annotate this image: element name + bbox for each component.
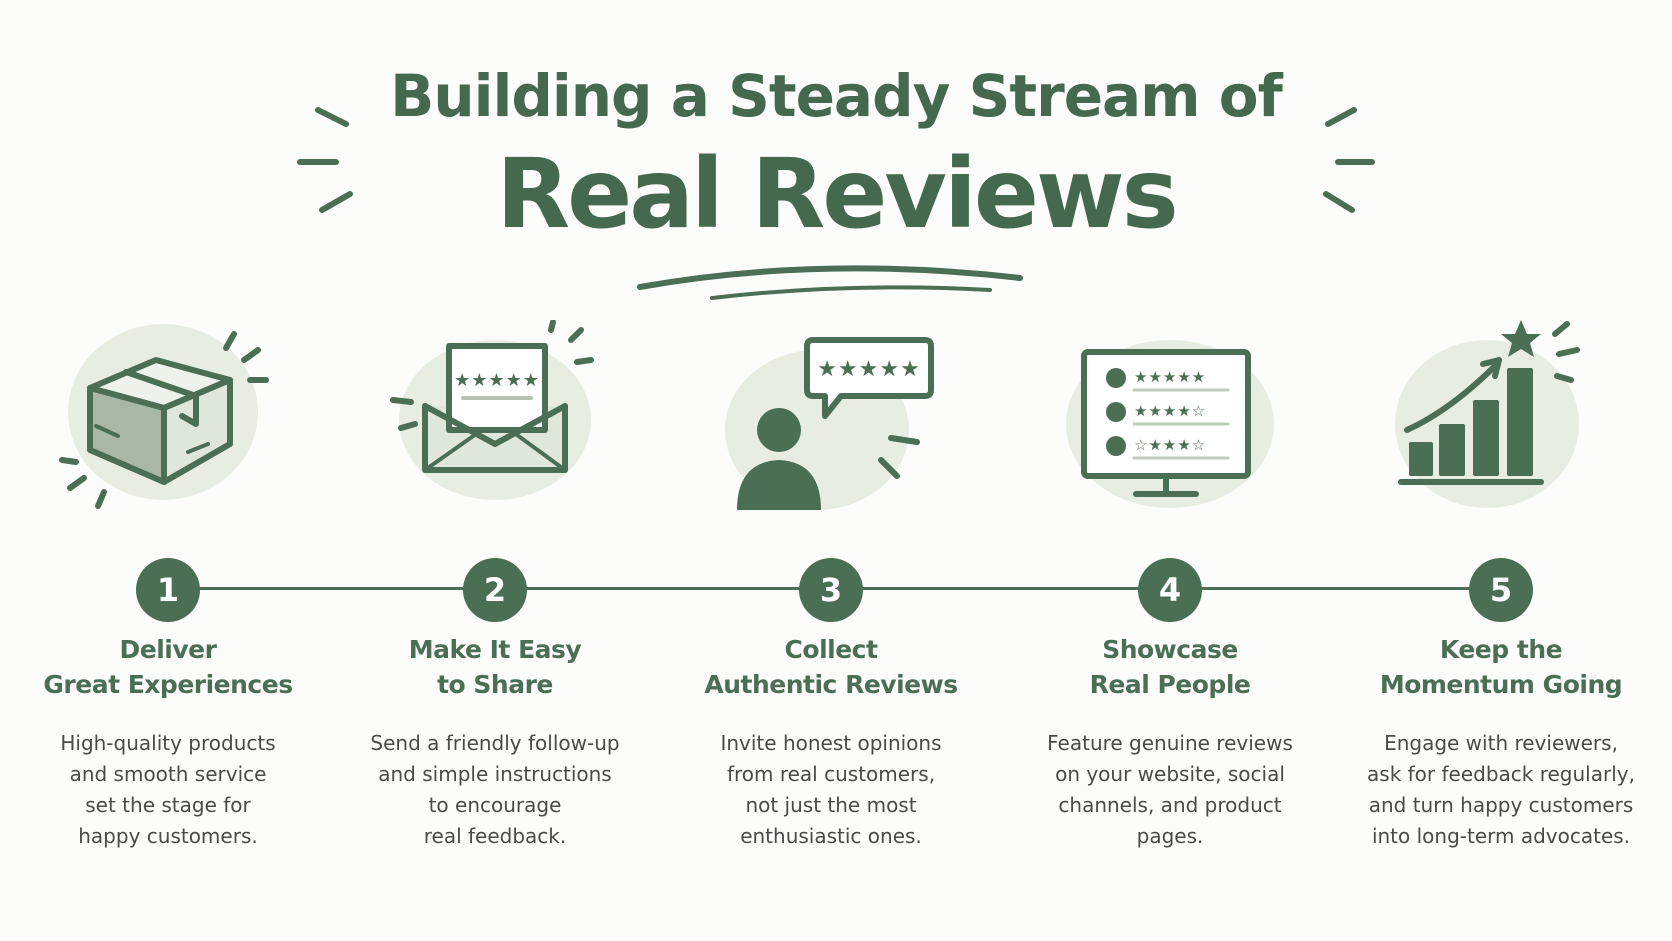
svg-text:★★★★★: ★★★★★ [817, 357, 921, 382]
step-desc-line: not just the most [745, 793, 917, 817]
monitor-reviews-icon: ★★★★★ ★★★★☆ ☆★★★☆ [1066, 340, 1274, 508]
step-number-badge: 3 [799, 558, 863, 622]
step-heading-line: Make It Easy [408, 635, 582, 664]
svg-text:★★★★☆: ★★★★☆ [1134, 402, 1206, 420]
title-line-2: Real Reviews [496, 138, 1179, 250]
step-desc-line: Engage with reviewers, [1384, 731, 1618, 755]
step-heading: Deliver Great Experiences [18, 632, 318, 702]
step-desc-line: ask for feedback regularly, [1367, 762, 1635, 786]
steps-timeline: 1 Deliver Great Experiences High-quality… [0, 320, 1672, 880]
step-description: Invite honest opinions from real custome… [681, 728, 981, 852]
burst-line-left-1 [315, 107, 349, 127]
envelope-review-icon: ★★★★★ [390, 320, 594, 500]
step-heading-line: Keep the [1439, 635, 1563, 664]
title-area: Building a Steady Stream of Real Reviews [0, 0, 1672, 310]
step-desc-line: to encourage [428, 793, 562, 817]
step-heading-line: Real People [1089, 670, 1251, 699]
step-desc-line: pages. [1136, 824, 1204, 848]
step-desc-line: Feature genuine reviews [1047, 731, 1293, 755]
step-1: 1 Deliver Great Experiences High-quality… [18, 320, 318, 880]
step-desc-line: channels, and product [1058, 793, 1282, 817]
growth-chart-star-icon [1395, 320, 1580, 508]
title-line-1: Building a Steady Stream of [390, 62, 1283, 130]
step-heading: Collect Authentic Reviews [681, 632, 981, 702]
step-2: ★★★★★ 2 Make It Easy to Share Send a fri… [345, 320, 645, 880]
title-decoration [297, 107, 1375, 300]
step-4: ★★★★★ ★★★★☆ ☆★★★☆ 4 Showcase Real People… [1020, 320, 1320, 880]
step-description: Engage with reviewers, ask for feedback … [1351, 728, 1651, 852]
step-heading: Make It Easy to Share [345, 632, 645, 702]
step-number-badge: 2 [463, 558, 527, 622]
step-description: Send a friendly follow-up and simple ins… [345, 728, 645, 852]
step-desc-line: Invite honest opinions [720, 731, 942, 755]
svg-text:★★★★★: ★★★★★ [1134, 368, 1206, 386]
title-underline [637, 265, 1023, 300]
step-heading-line: Collect [784, 635, 878, 664]
svg-text:★★★★★: ★★★★★ [454, 370, 540, 391]
step-heading-line: Great Experiences [43, 670, 293, 699]
step-number-badge: 4 [1138, 558, 1202, 622]
step-number-badge: 5 [1469, 558, 1533, 622]
step-heading-line: to Share [437, 670, 553, 699]
step-desc-line: Send a friendly follow-up [370, 731, 620, 755]
step-desc-line: real feedback. [423, 824, 567, 848]
step-heading-line: Momentum Going [1379, 670, 1623, 699]
step-desc-line: and turn happy customers [1368, 793, 1634, 817]
step-desc-line: happy customers. [78, 824, 258, 848]
step-number-badge: 1 [136, 558, 200, 622]
person-speech-bubble-icon: ★★★★★ [725, 337, 934, 510]
step-desc-line: from real customers, [726, 762, 936, 786]
step-desc-line: High-quality products [60, 731, 276, 755]
step-desc-line: set the stage for [85, 793, 251, 817]
step-desc-line: into long-term advocates. [1371, 824, 1631, 848]
step-heading: Keep the Momentum Going [1351, 632, 1651, 702]
step-heading: Showcase Real People [1020, 632, 1320, 702]
package-box-icon [59, 324, 269, 509]
burst-line-right-1 [1325, 107, 1357, 127]
svg-text:☆★★★☆: ☆★★★☆ [1134, 436, 1206, 454]
step-heading-line: Authentic Reviews [704, 670, 958, 699]
step-heading-line: Showcase [1102, 635, 1238, 664]
step-5: 5 Keep the Momentum Going Engage with re… [1351, 320, 1651, 880]
step-desc-line: and simple instructions [378, 762, 612, 786]
step-description: Feature genuine reviews on your website,… [1020, 728, 1320, 852]
step-desc-line: and smooth service [69, 762, 267, 786]
step-heading-line: Deliver [119, 635, 217, 664]
step-3: ★★★★★ 3 Collect Authentic Reviews Invite… [681, 320, 981, 880]
burst-line-right-3 [1323, 191, 1355, 213]
step-description: High-quality products and smooth service… [18, 728, 318, 852]
step-desc-line: enthusiastic ones. [740, 824, 922, 848]
step-desc-line: on your website, social [1055, 762, 1285, 786]
burst-line-left-3 [319, 191, 353, 213]
